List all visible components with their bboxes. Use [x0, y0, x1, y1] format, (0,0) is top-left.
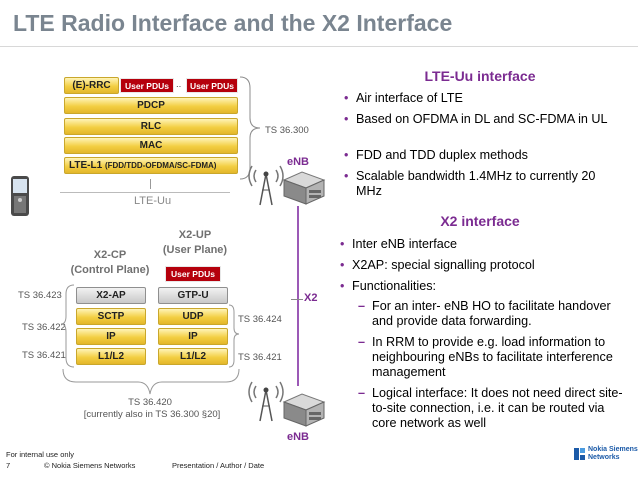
cp-stack-brace: [60, 284, 75, 368]
ip-layer-up: IP: [158, 328, 228, 345]
lte-uu-label: LTE-Uu: [134, 195, 172, 207]
x2-bullet: •X2AP: special signalling protocol: [340, 258, 535, 272]
enb-cabinet-icon: [282, 393, 326, 427]
enb-antenna-icon: [248, 165, 284, 206]
x2-sub-bullet: –Logical interface: It does not need dir…: [358, 386, 623, 430]
ts-36300-s20-ref: [currently also in TS 36.300 §20]: [83, 409, 221, 420]
enb-cabinet-icon: [282, 171, 326, 205]
ts-36422-ref: TS 36.422: [22, 322, 66, 333]
l1-layer: LTE-L1 (FDD/TDD-OFDMA/SC-FDMA): [64, 157, 238, 174]
ts-36421-ref-right: TS 36.421: [238, 352, 282, 363]
presentation-meta: Presentation / Author / Date: [172, 461, 265, 470]
l1l2-layer-up: L1/L2: [158, 348, 228, 365]
ts-36421-ref-left: TS 36.421: [22, 350, 66, 361]
x2-label: X2: [304, 292, 318, 304]
page-number: 7: [6, 461, 11, 470]
mac-layer: MAC: [64, 137, 238, 154]
up-stack-brace: [228, 304, 240, 368]
ts-36420-ref: TS 36.420: [128, 397, 172, 408]
x2-bullet: •Functionalities:: [340, 279, 436, 293]
enb-antenna-icon: [248, 381, 284, 422]
enb-label-bottom: eNB: [287, 431, 310, 443]
rrc-layer: (E)-RRC: [64, 77, 119, 94]
internal-use-note: For internal use only: [6, 450, 74, 459]
x2-up-title: X2-UP: [178, 229, 212, 241]
lte-uu-bullet: •Scalable bandwidth 1.4MHz to currently …: [344, 169, 596, 198]
copyright: © Nokia Siemens Networks: [44, 461, 136, 470]
user-pdus-box: User PDUs: [120, 78, 174, 93]
x2-section-title: X2 interface: [440, 213, 520, 229]
x2-ap-layer: X2-AP: [76, 287, 146, 304]
x2-sub-bullet: –In RRM to provide e.g. load information…: [358, 335, 613, 379]
x2-tick: [291, 299, 303, 300]
x2-user-pdus-box: User PDUs: [165, 266, 221, 282]
lte-uu-bullet: •FDD and TDD duplex methods: [344, 148, 528, 162]
lte-uu-bullet: •Air interface of LTE: [344, 91, 463, 105]
x2-sub-bullet: –For an inter- eNB HO to facilitate hand…: [358, 299, 611, 328]
gtp-u-layer: GTP-U: [158, 287, 228, 304]
pdu-ellipsis: ..: [176, 79, 182, 90]
pdcp-layer: PDCP: [64, 97, 238, 114]
x2-cp-title: X2-CP: [93, 249, 127, 261]
ts-36300-ref: TS 36.300: [265, 125, 309, 136]
x2-cp-subtitle: (Control Plane): [70, 264, 150, 276]
x2-stack-brace: [62, 368, 240, 395]
x2-up-subtitle: (User Plane): [162, 244, 228, 256]
ip-layer-cp: IP: [76, 328, 146, 345]
uu-line: [60, 192, 230, 193]
lte-uu-section-title: LTE-Uu interface: [424, 68, 536, 84]
mobile-phone-icon: [11, 176, 29, 216]
uu-tick: [150, 179, 151, 189]
title-divider: [0, 46, 638, 47]
enb-label-top: eNB: [287, 156, 310, 168]
l1l2-layer-cp: L1/L2: [76, 348, 146, 365]
slide-title: LTE Radio Interface and the X2 Interface: [13, 10, 453, 36]
nsn-logo-icon: [574, 448, 585, 460]
x2-bullet: •Inter eNB interface: [340, 237, 457, 251]
udp-layer: UDP: [158, 308, 228, 325]
rlc-layer: RLC: [64, 118, 238, 135]
x2-link-line: [297, 206, 299, 386]
ts-36423-ref: TS 36.423: [18, 290, 62, 301]
user-pdus-box: User PDUs: [186, 78, 238, 93]
sctp-layer: SCTP: [76, 308, 146, 325]
lte-uu-bullet: •Based on OFDMA in DL and SC-FDMA in UL: [344, 112, 608, 126]
ts-36424-ref: TS 36.424: [238, 314, 282, 325]
